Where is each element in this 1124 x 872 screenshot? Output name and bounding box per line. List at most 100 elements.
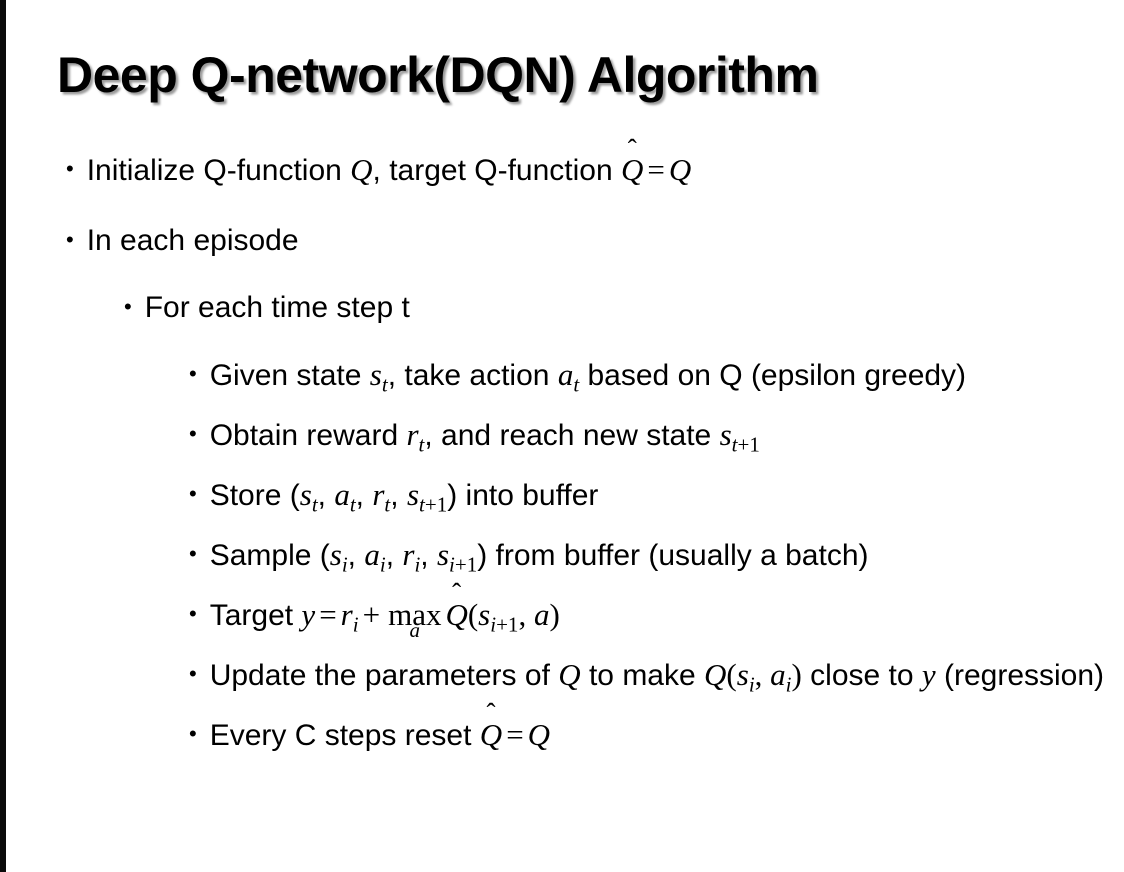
math-symbol-q-base: Q	[621, 152, 644, 187]
math-symbol-r: r	[406, 416, 419, 452]
math-term-action: ai	[364, 536, 385, 577]
paren-close: )	[791, 656, 802, 692]
list-item: • Given state st, take action at based o…	[0, 353, 1124, 400]
math-symbol-q-hat: ̂Q	[621, 148, 643, 193]
text-fragment: Every C steps reset	[209, 718, 480, 752]
list-item-text: Given state st, take action at based on …	[197, 353, 1110, 400]
math-subscript: t	[311, 492, 318, 517]
text-fragment: ,	[390, 478, 407, 512]
list-item-text: Target y=ri+maxâQ(si+1, a)	[197, 593, 1110, 641]
list-item-text: Obtain reward rt, and reach new state st…	[197, 413, 1110, 460]
bullet-icon: •	[189, 720, 197, 746]
paren-open: (	[726, 656, 737, 692]
list-item-text: Initialize Q-function Q, target Q-functi…	[74, 148, 1067, 193]
math-term-action: at	[334, 476, 355, 517]
bullet-icon: •	[189, 420, 197, 446]
math-symbol-q: Q	[668, 152, 692, 187]
text-fragment: (regression)	[935, 658, 1105, 692]
text-fragment: Target	[209, 598, 302, 632]
math-term-next-state: si+1	[478, 596, 518, 637]
math-subscript-offset: +1	[424, 492, 448, 517]
math-symbol-a: a	[557, 357, 574, 392]
math-term-reward: ri	[340, 596, 359, 637]
math-term-next-state: st+1	[720, 417, 760, 457]
math-subscript: i	[341, 552, 348, 577]
text-fragment: ,	[347, 538, 365, 572]
math-symbol-q-base: Q	[479, 716, 503, 752]
bullet-icon: •	[189, 361, 197, 386]
page-title: Deep Q-network(DQN) Algorithm	[57, 47, 819, 103]
math-subscript-offset: +1	[496, 612, 519, 637]
math-symbol-a: a	[364, 536, 380, 572]
math-subscript: t	[731, 432, 738, 457]
math-symbol-q: Q	[350, 152, 373, 187]
text-fragment: Obtain reward	[209, 418, 407, 452]
math-symbol-a: a	[770, 656, 786, 692]
math-symbol-q: Q	[527, 716, 551, 752]
text-fragment: , target Q-function	[372, 154, 621, 187]
math-symbol-a: a	[533, 596, 550, 632]
list-item: • Target y=ri+maxâQ(si+1, a)	[0, 593, 1124, 641]
math-symbol-s: s	[406, 476, 420, 512]
math-subscript: t	[418, 432, 425, 457]
bullet-icon: •	[124, 293, 132, 319]
list-item: • Initialize Q-function Q, target Q-func…	[0, 148, 1124, 193]
list-item: • In each episode	[0, 219, 1124, 262]
text-fragment: Initialize Q-function	[86, 154, 351, 187]
math-subscript: i	[748, 672, 755, 697]
list-item-text: Every C steps reset ̂Q=Q	[197, 713, 1110, 758]
math-term-state: st	[369, 357, 388, 397]
list-item-text: Update the parameters of Q to make Q(si,…	[197, 653, 1110, 700]
math-subscript-offset: +1	[454, 552, 478, 577]
math-term-reward: rt	[372, 476, 390, 517]
text-fragment: , and reach new state	[424, 418, 720, 452]
max-operator-label: max	[388, 596, 442, 632]
text-fragment: Sample (	[209, 538, 330, 572]
math-symbol-s: s	[478, 596, 491, 632]
comma-separator: ,	[518, 596, 534, 632]
math-symbol-s: s	[329, 536, 342, 572]
text-fragment: ,	[317, 478, 335, 512]
equals-operator: =	[319, 596, 337, 632]
math-subscript: i	[449, 552, 455, 577]
math-symbol-q-base: Q	[445, 596, 468, 632]
text-fragment: ,	[420, 538, 437, 572]
math-symbol-y: y	[921, 656, 936, 692]
math-subscript: i	[379, 552, 386, 577]
text-fragment: based on Q (epsilon greedy)	[579, 359, 967, 392]
math-symbol-r: r	[340, 596, 353, 632]
math-symbol-s: s	[436, 536, 450, 572]
text-fragment: , take action	[387, 359, 558, 392]
max-operator-subscript: a	[409, 618, 421, 643]
math-subscript: i	[785, 672, 792, 697]
bullet-icon: •	[189, 480, 197, 506]
text-fragment: ) into buffer	[447, 478, 599, 512]
math-subscript: t	[349, 492, 356, 517]
equals-operator: =	[647, 152, 665, 187]
bullet-icon: •	[66, 226, 74, 252]
slide-left-edge-strip	[0, 0, 6, 872]
math-symbol-a: a	[334, 476, 350, 512]
paren-close: )	[549, 596, 560, 632]
list-item: • Update the parameters of Q to make Q(s…	[0, 653, 1124, 700]
math-subscript: t	[419, 492, 425, 517]
list-item: • Every C steps reset ̂Q=Q	[0, 713, 1124, 758]
math-term-q-of-s-a: Q(si, ai)	[704, 656, 802, 697]
math-symbol-s: s	[299, 476, 312, 512]
algorithm-bullet-list: • Initialize Q-function Q, target Q-func…	[0, 148, 1124, 757]
paren-open: (	[467, 596, 479, 632]
math-term-next-state: st+1	[406, 476, 447, 517]
comma-separator: ,	[754, 656, 771, 692]
math-term-state: st	[299, 476, 318, 517]
math-symbol-s: s	[369, 357, 382, 392]
bullet-icon: •	[66, 156, 74, 181]
math-subscript: t	[573, 372, 580, 397]
text-fragment: ,	[355, 478, 373, 512]
math-symbol-r: r	[372, 476, 385, 512]
list-item: • Sample (si, ai, ri, si+1) from buffer …	[0, 533, 1124, 580]
list-item: • Obtain reward rt, and reach new state …	[0, 413, 1124, 460]
math-subscript: i	[490, 612, 497, 637]
bullet-icon: •	[189, 540, 197, 566]
math-subscript: i	[352, 612, 359, 637]
